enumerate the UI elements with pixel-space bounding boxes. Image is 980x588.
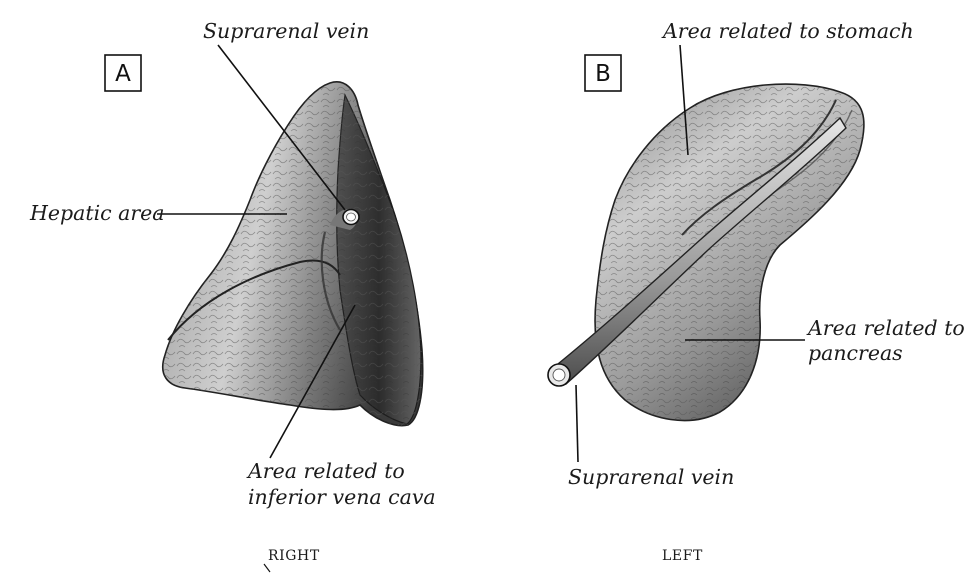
left-suprarenal-vein xyxy=(547,116,847,387)
label-a-hepatic-area: Hepatic area xyxy=(29,201,165,225)
panel-a-side-label: RIGHT xyxy=(268,548,320,564)
leader-b-stomach xyxy=(679,44,689,156)
label-b-pancreas-line1: Area related to xyxy=(806,316,965,340)
label-b-pancreas-line2: pancreas xyxy=(808,341,903,365)
panel-b-side-label: LEFT xyxy=(662,548,703,564)
label-a-suprarenal-vein: Suprarenal vein xyxy=(203,19,369,43)
panel-b: B Area related to stomach Area related t… xyxy=(547,19,965,564)
label-b-suprarenal-vein: Suprarenal vein xyxy=(568,465,734,489)
label-b-stomach: Area related to stomach xyxy=(661,19,914,43)
panel-b-letter: B xyxy=(595,61,611,87)
panel-a-box xyxy=(104,54,142,92)
label-a-ivc-line1: Area related to xyxy=(246,459,405,483)
panel-a: A Suprarenal vein Hepatic area Area rela… xyxy=(29,19,436,573)
right-adrenal-gland xyxy=(161,81,424,427)
label-a-ivc-line2: inferior vena cava xyxy=(248,485,436,509)
panel-b-box xyxy=(584,54,622,92)
panel-a-letter: A xyxy=(115,61,131,87)
leader-a-ivc xyxy=(269,304,356,459)
right-suprarenal-vein-opening xyxy=(330,208,360,230)
leader-a-suprarenal-vein xyxy=(217,44,346,211)
side-mark xyxy=(263,563,271,573)
leader-b-suprarenal-vein xyxy=(575,384,579,463)
